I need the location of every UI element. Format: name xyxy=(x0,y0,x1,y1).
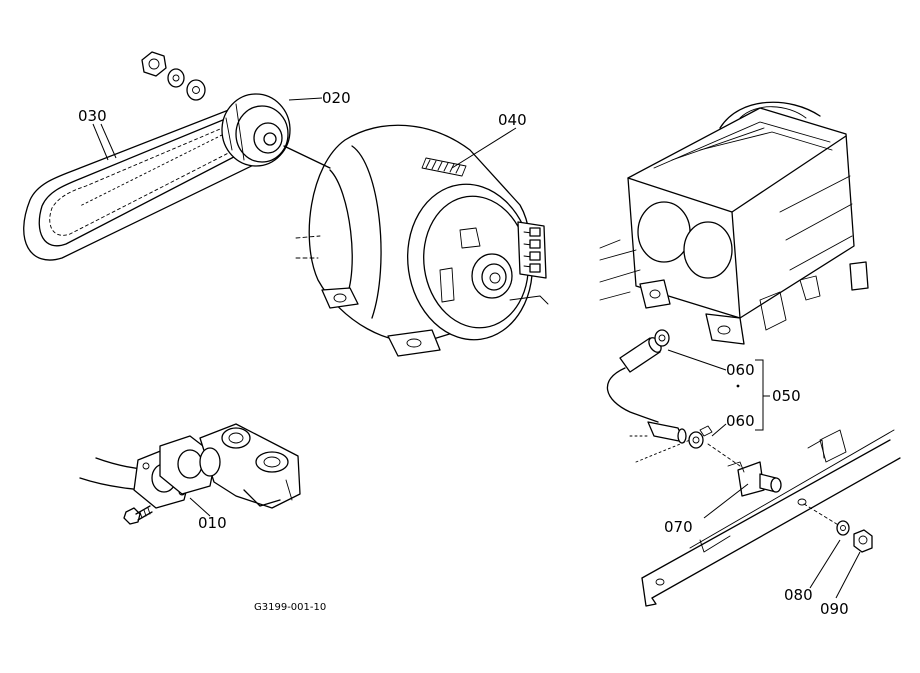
motor xyxy=(283,124,549,357)
washer-080 xyxy=(836,520,850,536)
pulley xyxy=(221,93,291,167)
frame-rail xyxy=(641,429,901,607)
leader-lines xyxy=(92,97,861,599)
pulley-nut-washers xyxy=(141,51,206,101)
label-070: 070 xyxy=(664,518,693,536)
label-010: 010 xyxy=(198,514,227,532)
label-060-upper: 060 xyxy=(726,361,755,379)
drawing-code: G3199-001-10 xyxy=(254,602,326,613)
label-090: 090 xyxy=(820,600,849,618)
label-050: 050 xyxy=(772,387,801,405)
label-020: 020 xyxy=(322,89,351,107)
label-060-lower: 060 xyxy=(726,412,755,430)
bolt-090 xyxy=(853,529,873,553)
label-030: 030 xyxy=(78,107,107,125)
label-040: 040 xyxy=(498,111,527,129)
exhaust-manifold xyxy=(79,423,301,525)
engine-block xyxy=(599,101,869,345)
hose-assembly xyxy=(606,329,740,463)
hose-fitting xyxy=(707,443,782,497)
label-080: 080 xyxy=(784,586,813,604)
